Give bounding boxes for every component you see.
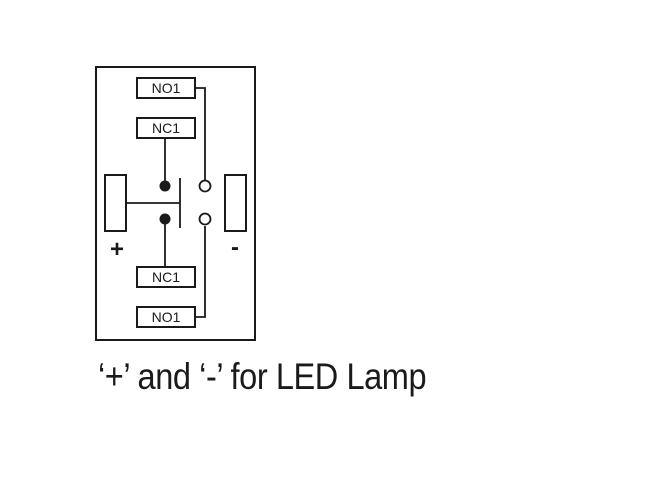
contact-bottom-open <box>198 212 212 226</box>
terminal-top-nc1: NC1 <box>136 117 196 139</box>
terminal-bottom-no1-label: NO1 <box>152 309 181 325</box>
contact-top-open <box>198 179 212 193</box>
housing-outline <box>95 66 256 341</box>
led-positive-terminal <box>104 174 127 232</box>
diagram-caption: ‘+’ and ‘-’ for LED Lamp <box>98 356 427 397</box>
positive-sign: + <box>110 236 124 263</box>
wire-top-no <box>195 87 206 180</box>
terminal-top-no1: NO1 <box>136 77 196 99</box>
wire-bottom-no <box>195 226 206 318</box>
led-negative-terminal <box>224 174 247 232</box>
terminal-bottom-no1: NO1 <box>136 306 196 328</box>
terminal-top-no1-label: NO1 <box>152 80 181 96</box>
terminal-top-nc1-label: NC1 <box>152 120 180 136</box>
terminal-bottom-nc1-label: NC1 <box>152 269 180 285</box>
terminal-bottom-nc1: NC1 <box>136 266 196 288</box>
contact-top-closed <box>159 180 171 192</box>
negative-sign: - <box>231 234 239 261</box>
contact-bottom-closed <box>159 213 171 225</box>
